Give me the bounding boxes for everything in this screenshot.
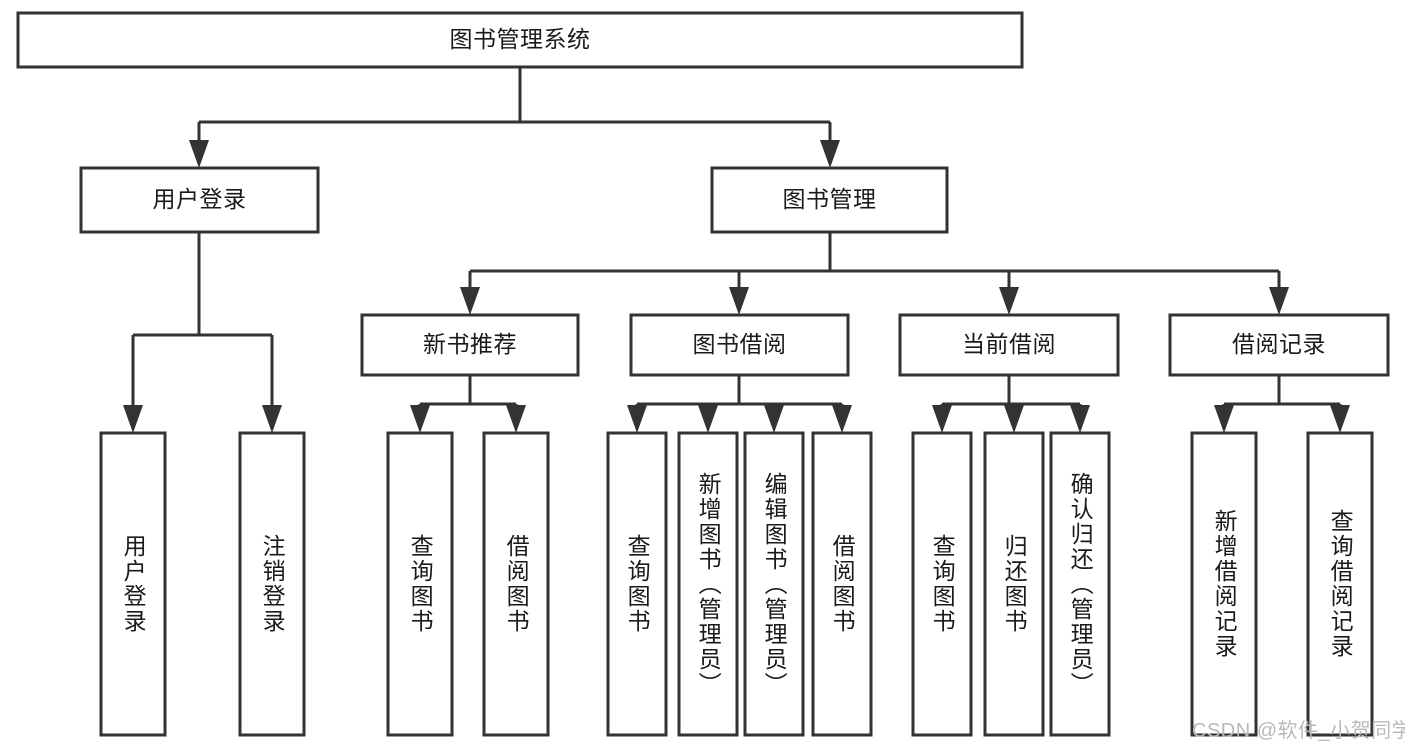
arrow-to-leaf-confirm-return — [1070, 405, 1090, 433]
box-new-book-recommend[interactable] — [360, 313, 580, 377]
connectors-current-borrow-to-leaves — [932, 375, 1090, 433]
box-leaf-add-record[interactable] — [1190, 431, 1258, 737]
box-leaf-add-book[interactable] — [677, 431, 739, 737]
connectors-book-borrow-to-leaves — [627, 375, 852, 433]
arrow-to-leaf-query-book-2 — [627, 405, 647, 433]
box-root[interactable] — [16, 11, 1024, 69]
box-leaf-edit-book[interactable] — [743, 431, 805, 737]
box-leaf-query-book-2[interactable] — [606, 431, 668, 737]
arrow-to-leaf-add-record — [1214, 405, 1234, 433]
arrow-to-current-borrow — [999, 287, 1019, 315]
arrow-to-leaf-borrow-book-2 — [832, 405, 852, 433]
node-boxes — [16, 11, 1390, 737]
box-leaf-query-book-3[interactable] — [911, 431, 973, 737]
arrow-to-borrow-record — [1269, 287, 1289, 315]
box-leaf-return-book[interactable] — [983, 431, 1045, 737]
box-leaf-borrow-book-1[interactable] — [482, 431, 550, 737]
box-borrow-record[interactable] — [1168, 313, 1390, 377]
connectors-user-login-to-leaves — [123, 232, 282, 433]
arrow-to-leaf-query-record — [1330, 405, 1350, 433]
arrow-to-book-manage — [820, 140, 840, 168]
connectors-borrow-record-to-leaves — [1214, 375, 1350, 433]
connectors-book-manage-to-level3 — [460, 232, 1289, 315]
arrow-to-leaf-query-book-3 — [932, 405, 952, 433]
arrow-to-leaf-logout — [262, 405, 282, 433]
box-leaf-confirm-return[interactable] — [1049, 431, 1111, 737]
box-leaf-user-login[interactable] — [99, 431, 167, 737]
arrow-to-leaf-return-book — [1004, 405, 1024, 433]
box-leaf-query-record[interactable] — [1306, 431, 1374, 737]
arrow-to-leaf-edit-book — [764, 405, 784, 433]
box-book-borrow[interactable] — [629, 313, 850, 377]
arrow-to-leaf-query-book-1 — [410, 405, 430, 433]
arrow-to-leaf-borrow-book-1 — [506, 405, 526, 433]
arrow-to-user-login — [189, 140, 209, 168]
box-book-manage[interactable] — [710, 166, 949, 234]
arrow-to-book-borrow — [729, 287, 749, 315]
arrow-to-leaf-user-login — [123, 405, 143, 433]
arrow-to-new-book-recommend — [460, 287, 480, 315]
box-leaf-logout[interactable] — [238, 431, 306, 737]
connectors-new-book-recommend-to-leaves — [410, 375, 526, 433]
box-leaf-borrow-book-2[interactable] — [811, 431, 873, 737]
box-current-borrow[interactable] — [898, 313, 1120, 377]
box-leaf-query-book-1[interactable] — [386, 431, 454, 737]
box-user-login[interactable] — [79, 166, 320, 234]
connectors-root-to-level2 — [189, 67, 840, 168]
arrow-to-leaf-add-book — [698, 405, 718, 433]
